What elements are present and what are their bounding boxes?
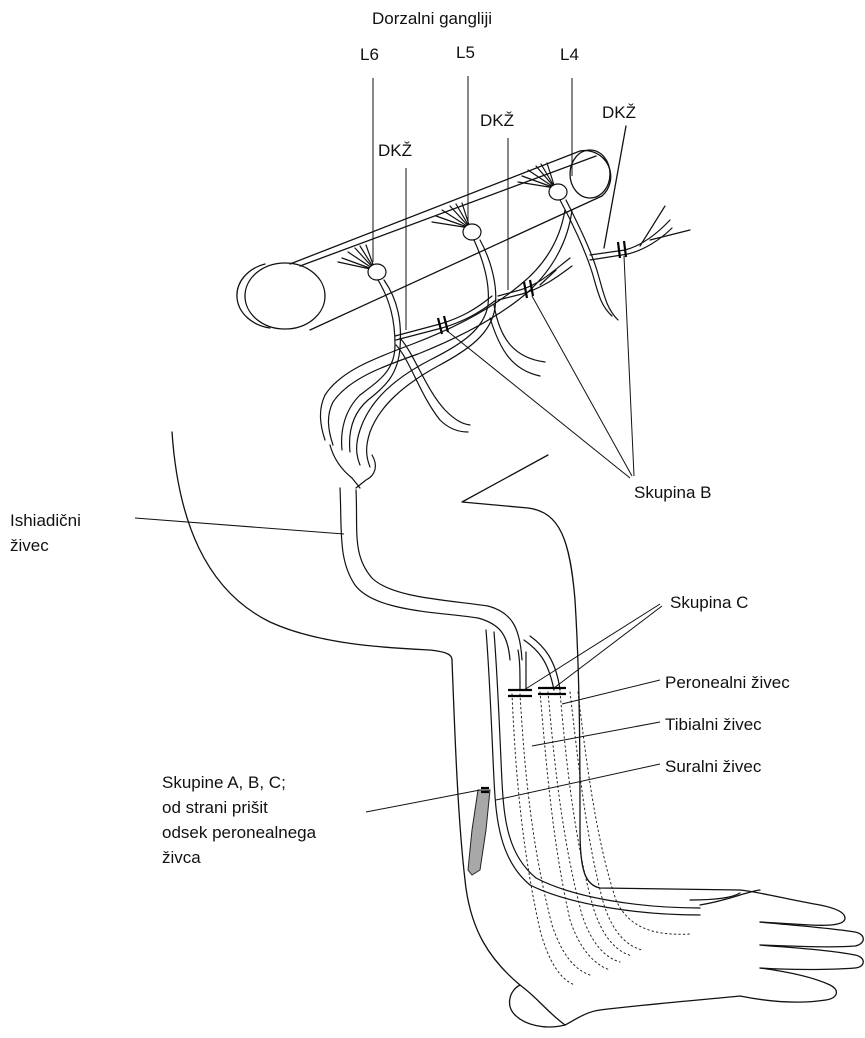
graft-note-line4: živca [162,848,201,867]
sural-label: Suralni živec [665,757,762,776]
dkz-label-2: DKŽ [480,111,514,130]
graft-note-line2: od strani prišit [162,798,268,817]
spinal-cord [237,150,611,330]
ganglion-l6 [368,264,386,280]
tibial-label: Tibialni živec [665,715,762,734]
segment-label-l5: L5 [456,43,475,62]
nerve-graft [468,788,490,875]
labels: Dorzalni gangliji L6 L5 L4 DKŽ DKŽ DKŽ S… [10,9,790,867]
ganglion-l4 [549,184,567,200]
segment-label-l4: L4 [560,45,579,64]
dkz-label-1: DKŽ [378,141,412,160]
group-b-label: Skupina B [634,483,712,502]
peroneal-label: Peronealni živec [665,673,790,692]
sciatic-label-line1: Ishiadični [10,511,81,530]
segment-label-l6: L6 [360,45,379,64]
group-c-label: Skupina C [670,593,748,612]
dkz-label-3: DKŽ [602,103,636,122]
sciatic-label-line2: živec [10,536,49,555]
graft-note-line3: odsek peronealnega [162,823,317,842]
ganglion-l5 [463,224,481,240]
graft-note-line1: Skupine A, B, C; [162,773,286,792]
group-c-cuts [508,688,566,696]
title-label: Dorzalni gangliji [372,9,492,28]
